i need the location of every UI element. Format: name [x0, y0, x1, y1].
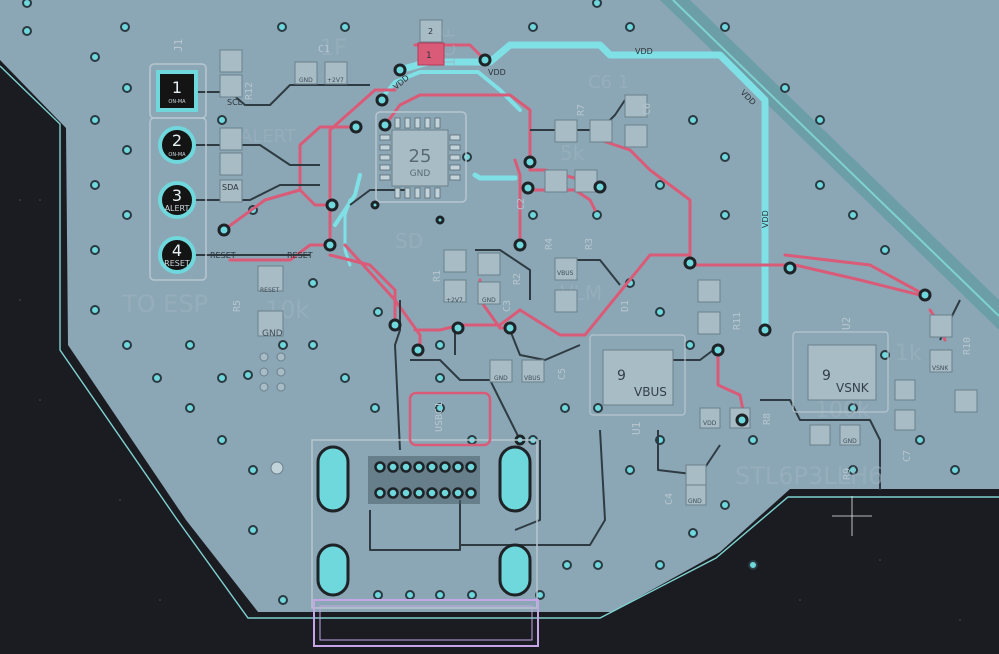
- pad-c5-gnd: GND: [494, 375, 508, 382]
- ic-pad-net: GND: [410, 169, 431, 179]
- pin-number-1: 1: [172, 78, 182, 97]
- pad-r3-vbus: VBUS: [557, 270, 574, 277]
- pad-r10-vsnk: VSNK: [932, 365, 949, 372]
- edge-line: [672, 0, 999, 317]
- copper-pour: [0, 0, 999, 612]
- ref-r10: R10: [962, 337, 973, 355]
- pin-number-2: 2: [172, 131, 182, 150]
- pad-r8-vdd: VDD: [703, 420, 717, 427]
- u2-pad-net: VSNK: [836, 381, 870, 395]
- pin-number-3: 3: [172, 186, 182, 205]
- stitching-vias: [22, 0, 960, 605]
- ref-u2: U2: [840, 317, 853, 330]
- pad-r5-gnd: GND: [262, 329, 283, 339]
- pin-number-4: 4: [172, 241, 182, 260]
- ghost-1f: 1F: [320, 36, 347, 61]
- ref-r4: R4: [544, 238, 555, 250]
- ghost-5k: 5k: [560, 141, 585, 165]
- pad-c3-v: +2V7: [446, 297, 463, 304]
- ghost-silkscreen: TO ESP 10k 1F 1C F ALERT 100k 1k STL6P3L…: [121, 28, 922, 490]
- pin-text-4: RESET: [164, 259, 190, 268]
- ghost-c61: C6 1: [588, 72, 629, 93]
- ref-r3: R3: [584, 238, 595, 250]
- ref-c3: C3: [502, 300, 513, 312]
- u1-mosfet[interactable]: 9 VBUS U1: [589, 334, 686, 435]
- pad-c1-v: +2V7: [327, 77, 344, 84]
- ref-r7: R7: [576, 104, 587, 116]
- ref-c2: C2: [516, 198, 527, 210]
- pad-c5-vbus: VBUS: [524, 375, 541, 382]
- ref-r1: R1: [432, 270, 443, 282]
- net-vdd-4: VDD: [761, 210, 770, 228]
- vdd-cap[interactable]: 1 2: [417, 27, 445, 66]
- pad-c4-gnd: GND: [688, 498, 702, 505]
- ref-r12: R12: [244, 82, 255, 100]
- header-pin-1[interactable]: [156, 70, 198, 112]
- ic-pad-number: 25: [409, 146, 432, 167]
- net-vdd-1: VDD: [635, 47, 653, 56]
- j1-header: 1 2 3 4 ON-MA ON-MA ALERT RESET J1: [149, 39, 207, 281]
- dark-grid: [19, 199, 961, 621]
- pad-c7-gnd: GND: [843, 438, 857, 445]
- header-pin-3[interactable]: [158, 181, 196, 219]
- ref-r8: R8: [762, 413, 773, 425]
- ref-c4: C4: [664, 493, 675, 505]
- pad-r5-reset: RESET: [260, 287, 280, 294]
- header-pin-2[interactable]: [158, 126, 196, 164]
- ref-j1: J1: [172, 39, 185, 52]
- ghost-to-esp: TO ESP: [121, 290, 208, 318]
- ref-r2: R2: [512, 273, 523, 285]
- ref-r11: R11: [732, 312, 743, 330]
- ref-c5: C5: [557, 368, 568, 380]
- ghost-sd: SD: [395, 229, 423, 253]
- board-outline: [0, 65, 999, 619]
- pad-c3-gnd: GND: [482, 297, 496, 304]
- ref-c6: C6: [642, 103, 653, 115]
- ref-usbc1: USBC1: [434, 402, 445, 432]
- ghost-stl: STL6P3LLH6: [735, 462, 883, 490]
- ref-d1: D1: [620, 300, 631, 312]
- net-scl: SCL: [227, 98, 243, 107]
- u1-pad-net: VBUS: [634, 385, 667, 399]
- header-pin-4[interactable]: [158, 236, 196, 274]
- u2-pad-number: 9: [822, 368, 831, 384]
- ref-c1: C1: [318, 44, 330, 55]
- u2-mosfet[interactable]: 9 VSNK U2: [792, 317, 889, 413]
- net-reset-2: RESET: [287, 251, 313, 260]
- net-reset-1: RESET: [210, 251, 236, 260]
- ref-u1: U1: [630, 422, 643, 435]
- pin-text-1: ON-MA: [168, 99, 186, 105]
- pad-c1-gnd: GND: [299, 77, 313, 84]
- u1-pad-number: 9: [617, 368, 626, 384]
- ghost-100k: 100k: [815, 398, 870, 423]
- vdd-cap-pad-1: 1: [426, 51, 432, 61]
- ghost-alert: ALERT: [240, 126, 297, 147]
- vdd-cap-pad-2: 2: [428, 27, 433, 36]
- net-sda: SDA: [222, 183, 239, 192]
- ref-r5: R5: [232, 300, 243, 312]
- ref-designators: C1 R12 R5 R1 R2 R3 R4 R7 C6 C2 C3 C5 D1 …: [232, 44, 973, 505]
- controller-ic[interactable]: 25 GND: [375, 111, 467, 203]
- ref-c7: C7: [902, 450, 913, 462]
- pad-labels: GND +2V7 RESET GND GND +2V7 GND VBUS VBU…: [260, 77, 949, 505]
- usbc-connector[interactable]: [311, 391, 539, 647]
- net-vdd-2: VDD: [488, 68, 506, 77]
- front-traces: [222, 43, 947, 422]
- back-traces: [333, 41, 769, 334]
- crosshair-cursor: [832, 496, 872, 536]
- pin-text-3: ALERT: [165, 204, 190, 213]
- test-points: [259, 352, 286, 475]
- pin-text-2: ON-MA: [168, 152, 186, 158]
- ref-r9: R9: [842, 468, 853, 480]
- ghost-1k: 1k: [895, 341, 922, 366]
